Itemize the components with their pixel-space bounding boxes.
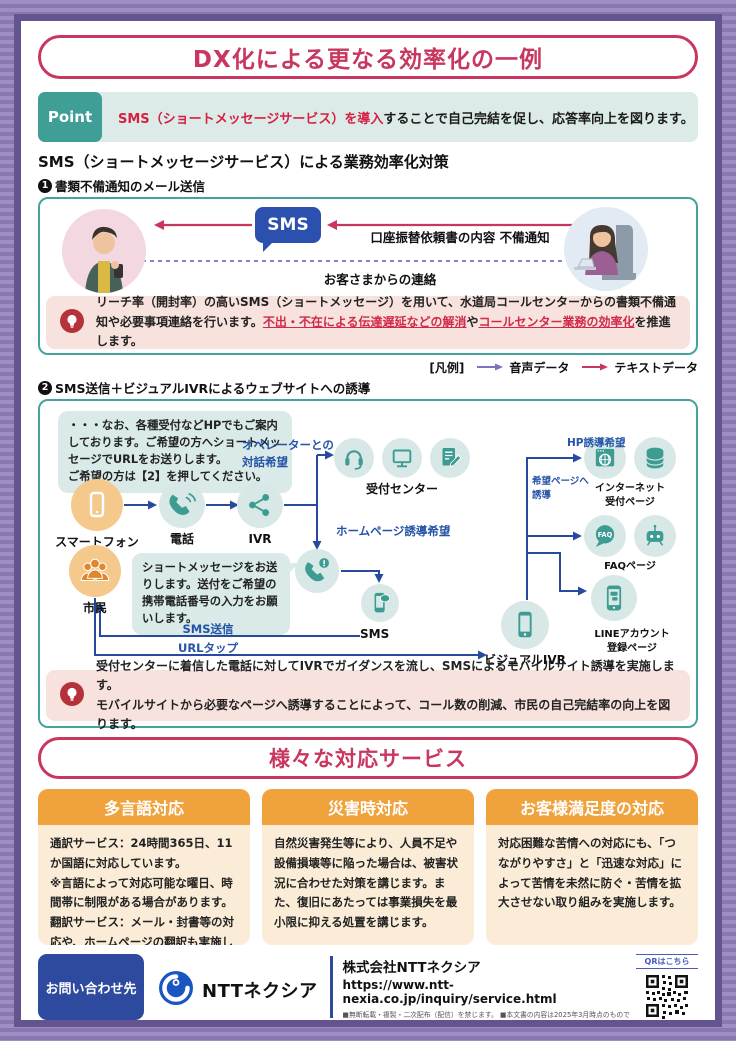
legal-note: ■無断転載・複製・二次配布（配信）を禁じます。 ■本文書の内容は2025年3月時…	[342, 1011, 630, 1027]
people-group-icon	[69, 545, 121, 597]
card-satisfaction: お客様満足度の対応 対応困難な苦情への対応にも、「つながりやすさ」と「迅速な対応…	[486, 789, 698, 945]
callout-sms-benefit-text: リーチ率（開封率）の高いSMS（ショートメッセージ）を用いて、水道局コールセンタ…	[96, 295, 677, 349]
ntt-logo-mark-icon	[156, 968, 196, 1012]
point-highlight: SMS（ショートメッセージサービス）を導入	[118, 111, 384, 127]
operator-woman-illustration	[564, 207, 648, 295]
company-name: 株式会社NTTネクシア	[342, 960, 481, 976]
monitor-icon	[382, 438, 422, 478]
qr-label: QRはこちら	[636, 954, 698, 969]
point-text: SMS（ショートメッセージサービス）を導入することで自己完結を促し、応答率向上を…	[118, 108, 694, 127]
document-code: K24-A-0033【2603】	[636, 1025, 698, 1027]
callout-link-efficiency: コールセンター業務の効率化	[478, 314, 635, 329]
diagram-visual-ivr: ・・・なお、各種受付などHPでもご案内しております。ご希望の方へショートメッセー…	[38, 399, 698, 731]
point-label: Point	[38, 92, 102, 142]
step1-text: 書類不備通知のメール送信	[55, 179, 206, 194]
voice-arrow-icon	[476, 361, 504, 375]
sms-phone-icon	[361, 584, 399, 622]
smartphone-icon	[71, 479, 123, 531]
card-header: お客様満足度の対応	[486, 789, 698, 825]
label-page-guide: 希望ページへ 誘導	[532, 476, 589, 501]
step2-text: SMS送信＋ビジュアルIVRによるウェブサイトへの誘導	[55, 381, 371, 396]
node-reception-center: 受付センター	[334, 438, 470, 497]
services-title: 様々な対応サービス	[269, 747, 467, 771]
page-title: DX化による更なる効率化の一例	[192, 47, 544, 73]
text-arrow-icon	[581, 361, 609, 375]
page-title-banner: DX化による更なる効率化の一例	[38, 35, 698, 79]
flyer-sheet: DX化による更なる効率化の一例 Point SMS（ショートメッセージサービス）…	[14, 14, 722, 1027]
step2-number-icon: 2	[38, 380, 52, 395]
visual-ivr-phone-icon	[501, 601, 549, 649]
callout-sms-benefit: リーチ率（開封率）の高いSMS（ショートメッセージ）を用いて、水道局コールセンタ…	[46, 295, 690, 349]
node-visual-ivr: ビジュアルIVR	[470, 601, 580, 668]
contact-arrow-label: お客さまからの連絡	[323, 272, 437, 287]
card-multilingual: 多言語対応 通訳サービス：24時間365日、11か国語に対応しています。 ※言語…	[38, 789, 250, 945]
legend-text: テキストデータ	[581, 359, 698, 376]
point-box: Point SMS（ショートメッセージサービス）を導入することで自己完結を促し、…	[38, 92, 698, 142]
line-phone-icon	[591, 575, 637, 621]
diagram2-arrows	[94, 450, 587, 660]
card-body: 通訳サービス：24時間365日、11か国語に対応しています。 ※言語によって対応…	[50, 836, 234, 945]
contact-box: お問い合わせ先	[38, 954, 144, 1020]
document-pen-icon	[430, 438, 470, 478]
logo-text: NTTネクシア	[202, 981, 318, 1002]
label-homepage-request: ホームページ誘導希望	[336, 524, 451, 538]
label-operator-request: オペレーターとの 対話希望	[242, 438, 334, 469]
card-disaster: 災害時対応 自然災害発生等により、人員不足や設備損壊等に陥った場合は、被害状況に…	[262, 789, 474, 945]
notice-arrow-label: 口座振替依頼書の内容 不備通知	[370, 230, 550, 245]
label-line-page: LINEアカウント 登録ページ	[594, 629, 670, 654]
node-ivr: IVR	[215, 482, 305, 547]
point-rest: することで自己完結を促し、応答率向上を図ります。	[383, 111, 694, 127]
database-icon	[634, 437, 676, 479]
callout-link-delay: 不出・不在による伝達遅延などの解消	[262, 314, 467, 329]
card-header: 災害時対応	[262, 789, 474, 825]
step2-label: 2 SMS送信＋ビジュアルIVRによるウェブサイトへの誘導	[38, 378, 698, 397]
footer-divider	[329, 956, 333, 1018]
node-internet-page: インターネット 受付ページ	[572, 437, 688, 509]
node-faq-page: FAQ FAQページ	[572, 515, 688, 574]
ivr-share-icon	[237, 482, 283, 528]
ntt-nexia-logo: NTTネクシア	[156, 968, 318, 1012]
services-title-banner: 様々な対応サービス	[38, 737, 698, 779]
sms-bubble-icon: SMS	[255, 207, 321, 252]
customer-man-illustration	[62, 209, 146, 297]
label-sms-send: SMS送信	[182, 622, 234, 636]
node-sms-phone	[361, 584, 399, 622]
step1-label: 1 書類不備通知のメール送信	[38, 176, 698, 195]
legend: [凡例] 音声データ テキストデータ	[38, 359, 698, 376]
phone-call-icon	[159, 482, 205, 528]
label-hp-guide: HP誘導希望	[567, 437, 626, 449]
diagram-notification: SMS 口座振替依頼書の内容 不備通知 お客さまからの連絡 リーチ率（開封率）の…	[38, 197, 698, 355]
web-browser-icon	[584, 437, 626, 479]
card-header: 多言語対応	[38, 789, 250, 825]
node-incoming-call	[295, 549, 339, 593]
headset-icon	[334, 438, 374, 478]
node-phone: 電話	[137, 482, 227, 547]
node-smartphone: スマートフォン	[47, 479, 147, 550]
inquiry-url[interactable]: https://www.ntt-nexia.co.jp/inquiry/serv…	[342, 978, 557, 1006]
sms-request-bubble: ショートメッセージをお送りします。送付をご希望の携帯電話番号の入力をお願いします…	[132, 553, 299, 635]
legend-voice: 音声データ	[476, 359, 569, 376]
callout-visual-ivr-text: 受付センターに着信した電話に対してIVRでガイダンスを流し、SMSによるモバイル…	[96, 658, 675, 731]
chatbot-robot-icon	[634, 515, 676, 557]
faq-bubble-icon: FAQ	[584, 515, 626, 557]
phone-exclaim-icon	[295, 549, 339, 593]
qr-code	[636, 973, 698, 1020]
footer-info: 株式会社NTTネクシア https://www.ntt-nexia.co.jp/…	[342, 954, 630, 1027]
node-citizen: 市民	[69, 545, 121, 616]
label-sms: SMS	[360, 627, 390, 641]
step1-number-icon: 1	[38, 178, 52, 193]
lightbulb-icon	[60, 681, 84, 710]
card-body: 自然災害発生等により、人員不足や設備損壊等に陥った場合は、被害状況に合わせた対策…	[274, 836, 458, 930]
legend-label: [凡例]	[429, 361, 465, 375]
card-body: 対応困難な苦情への対応にも、「つながりやすさ」と「迅速な対応」によって苦情を未然…	[498, 836, 682, 910]
callout-visual-ivr: 受付センターに着信した電話に対してIVRでガイダンスを流し、SMSによるモバイル…	[46, 659, 690, 731]
qr-block: QRはこちら K24-A-0033【2603】	[636, 954, 698, 1027]
footer: お問い合わせ先 NTTネクシア 株式会社NTTネクシア https://www.…	[38, 954, 698, 1027]
lightbulb-icon	[60, 308, 84, 337]
section-heading: SMS（ショートメッセージサービス）による業務効率化対策	[38, 153, 449, 171]
service-cards: 多言語対応 通訳サービス：24時間365日、11か国語に対応しています。 ※言語…	[38, 789, 698, 945]
svg-text:FAQ: FAQ	[598, 531, 613, 539]
label-url-tap: URLタップ	[177, 641, 239, 655]
